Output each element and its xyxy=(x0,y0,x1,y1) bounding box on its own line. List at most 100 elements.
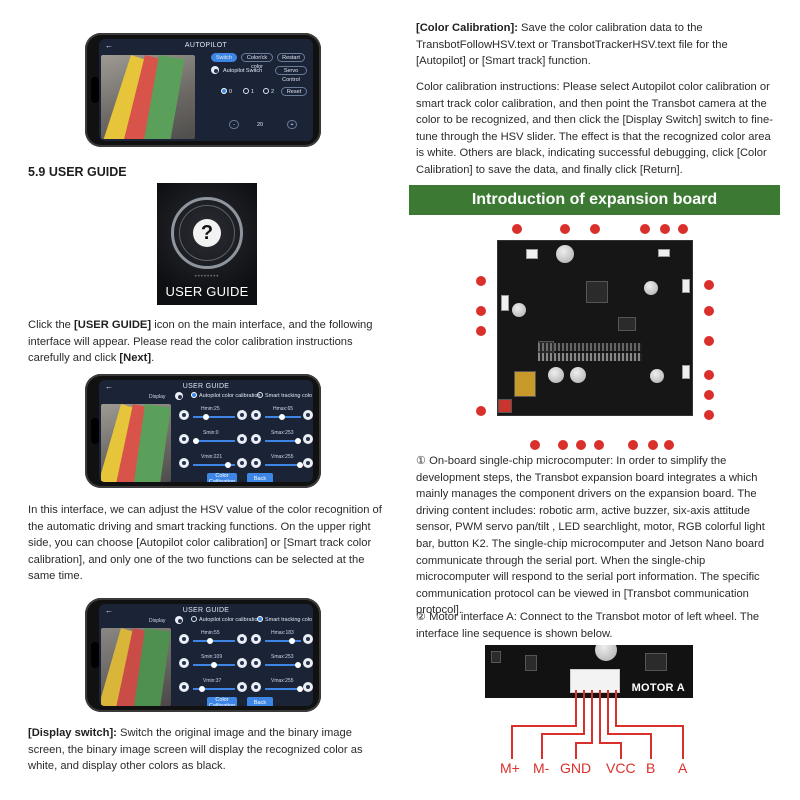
user-guide-app-icon[interactable]: ? •••••••• USER GUIDE xyxy=(157,183,257,305)
back-arrow-icon[interactable]: ← xyxy=(105,606,113,615)
color-calibration-paragraph: [Color Calibration]: Save the color cali… xyxy=(416,20,780,70)
callout-marker xyxy=(594,440,604,450)
smin-minus-icon[interactable] xyxy=(179,434,189,444)
vmax-knob[interactable] xyxy=(297,686,303,692)
hmin-knob[interactable] xyxy=(207,638,213,644)
smin-knob[interactable] xyxy=(193,438,199,444)
vmax-knob[interactable] xyxy=(297,462,303,468)
hmin-plus-icon[interactable] xyxy=(237,410,247,420)
vmax-plus-icon[interactable] xyxy=(303,682,313,692)
connector-icon xyxy=(501,295,509,311)
hmax-knob[interactable] xyxy=(289,638,295,644)
smax-slider[interactable] xyxy=(265,664,301,666)
smax-knob[interactable] xyxy=(295,662,301,668)
screen-title: AUTOPILOT xyxy=(184,42,228,49)
back-button[interactable]: Back xyxy=(247,473,273,482)
color-button[interactable]: Color/ck color xyxy=(241,53,273,70)
hmax-slider[interactable] xyxy=(265,640,301,642)
autopilot-calibration-radio[interactable]: Autopilot color calibration xyxy=(191,616,260,623)
hmax-plus-icon[interactable] xyxy=(303,410,313,420)
wire-line xyxy=(607,733,651,735)
vmax-slider[interactable] xyxy=(265,688,301,690)
hmin-minus-icon[interactable] xyxy=(179,634,189,644)
connector-icon xyxy=(526,249,538,259)
callout-marker xyxy=(704,280,714,290)
vmin-slider[interactable] xyxy=(193,688,235,690)
vmin-minus-icon[interactable] xyxy=(179,458,189,468)
screen-title: USER GUIDE xyxy=(182,607,230,614)
callout-marker xyxy=(660,224,670,234)
smin-minus-icon[interactable] xyxy=(179,658,189,668)
smin-slider[interactable] xyxy=(193,440,235,442)
vmax-slider[interactable] xyxy=(265,464,301,466)
callout-marker xyxy=(704,370,714,380)
hmax-label: Hmax:183 xyxy=(271,630,294,636)
restart-button[interactable]: Restart xyxy=(277,53,305,62)
callout-marker xyxy=(640,224,650,234)
vmin-plus-icon[interactable] xyxy=(237,682,247,692)
gpio-header-icon xyxy=(538,343,642,351)
smin-plus-icon[interactable] xyxy=(237,434,247,444)
wire-line xyxy=(650,733,652,759)
vmax-minus-icon[interactable] xyxy=(251,682,261,692)
back-arrow-icon[interactable]: ← xyxy=(105,382,113,391)
hmax-knob[interactable] xyxy=(279,414,285,420)
vmin-knob[interactable] xyxy=(225,462,231,468)
minus-button[interactable]: - xyxy=(229,120,239,129)
callout-marker xyxy=(628,440,638,450)
camera-view xyxy=(101,628,171,706)
autopilot-calibration-radio[interactable]: Autopilot color calibration xyxy=(191,392,260,399)
wire-line xyxy=(511,725,575,727)
smax-plus-icon[interactable] xyxy=(303,434,313,444)
smax-label: Smax:253 xyxy=(271,654,294,660)
para-text: Switch the original image and the binary… xyxy=(28,727,363,773)
vmin-plus-icon[interactable] xyxy=(237,458,247,468)
autopilot-switch-label[interactable]: Autopilot Switch xyxy=(223,68,263,74)
mode-radio-0[interactable]: 0 xyxy=(221,88,232,95)
smax-plus-icon[interactable] xyxy=(303,658,313,668)
switch-button[interactable]: Switch xyxy=(211,53,237,62)
reset-button[interactable]: Reset xyxy=(281,87,307,96)
smin-knob[interactable] xyxy=(211,662,217,668)
mode-radio-1[interactable]: 1 xyxy=(243,88,254,95)
pin-label-gnd: GND xyxy=(560,760,592,776)
hmax-plus-icon[interactable] xyxy=(303,634,313,644)
connector-icon xyxy=(658,249,670,257)
autopilot-toggle-icon[interactable] xyxy=(211,66,219,74)
smax-knob[interactable] xyxy=(295,438,301,444)
vmin-minus-icon[interactable] xyxy=(179,682,189,692)
smart-track-calibration-radio[interactable]: Smart tracking colo xyxy=(257,392,312,399)
display-toggle-icon[interactable] xyxy=(175,392,183,400)
hmin-slider[interactable] xyxy=(193,416,235,418)
color-calibration-button[interactable]: Color Calibration xyxy=(207,697,237,706)
mode-radio-2[interactable]: 2 xyxy=(263,88,274,95)
hmax-minus-icon[interactable] xyxy=(251,634,261,644)
hmin-plus-icon[interactable] xyxy=(237,634,247,644)
callout-marker xyxy=(704,306,714,316)
vmax-minus-icon[interactable] xyxy=(251,458,261,468)
hmin-minus-icon[interactable] xyxy=(179,410,189,420)
hmax-minus-icon[interactable] xyxy=(251,410,261,420)
smax-minus-icon[interactable] xyxy=(251,434,261,444)
plus-button[interactable]: + xyxy=(287,120,297,129)
display-toggle-icon[interactable] xyxy=(175,616,183,624)
smax-slider[interactable] xyxy=(265,440,301,442)
para-text: . xyxy=(151,352,155,365)
para-bold: [Color Calibration]: xyxy=(416,22,518,34)
color-calibration-button[interactable]: Color Calibration xyxy=(207,473,237,482)
connector-icon xyxy=(682,365,690,379)
vmax-plus-icon[interactable] xyxy=(303,458,313,468)
vmin-slider[interactable] xyxy=(193,464,235,466)
smax-minus-icon[interactable] xyxy=(251,658,261,668)
hmax-label: Hmax:65 xyxy=(273,406,294,412)
smin-plus-icon[interactable] xyxy=(237,658,247,668)
wire-line xyxy=(541,733,584,735)
smart-track-calibration-radio[interactable]: Smart tracking colo xyxy=(257,616,312,623)
expansion-board-image xyxy=(497,240,693,416)
vmin-knob[interactable] xyxy=(199,686,205,692)
hmin-knob[interactable] xyxy=(203,414,209,420)
hmin-slider[interactable] xyxy=(193,640,235,642)
servo-control-button[interactable]: Servo Control xyxy=(275,66,307,83)
back-arrow-icon[interactable]: ← xyxy=(105,41,113,50)
back-button[interactable]: Back xyxy=(247,697,273,706)
